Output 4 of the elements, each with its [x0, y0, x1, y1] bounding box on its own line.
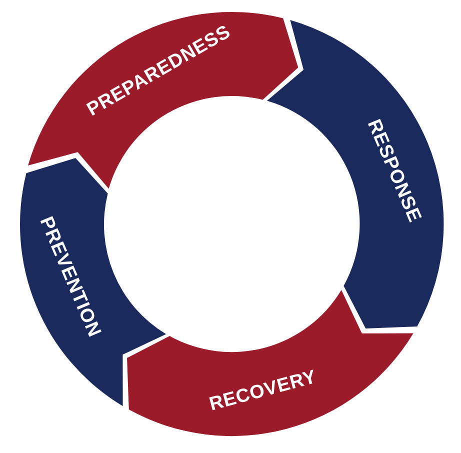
cycle-arrow-segment [20, 158, 166, 406]
cycle-arrow-segment [267, 20, 444, 329]
cycle-arrow-segment [28, 12, 298, 189]
cycle-arrow-segment [127, 290, 414, 436]
